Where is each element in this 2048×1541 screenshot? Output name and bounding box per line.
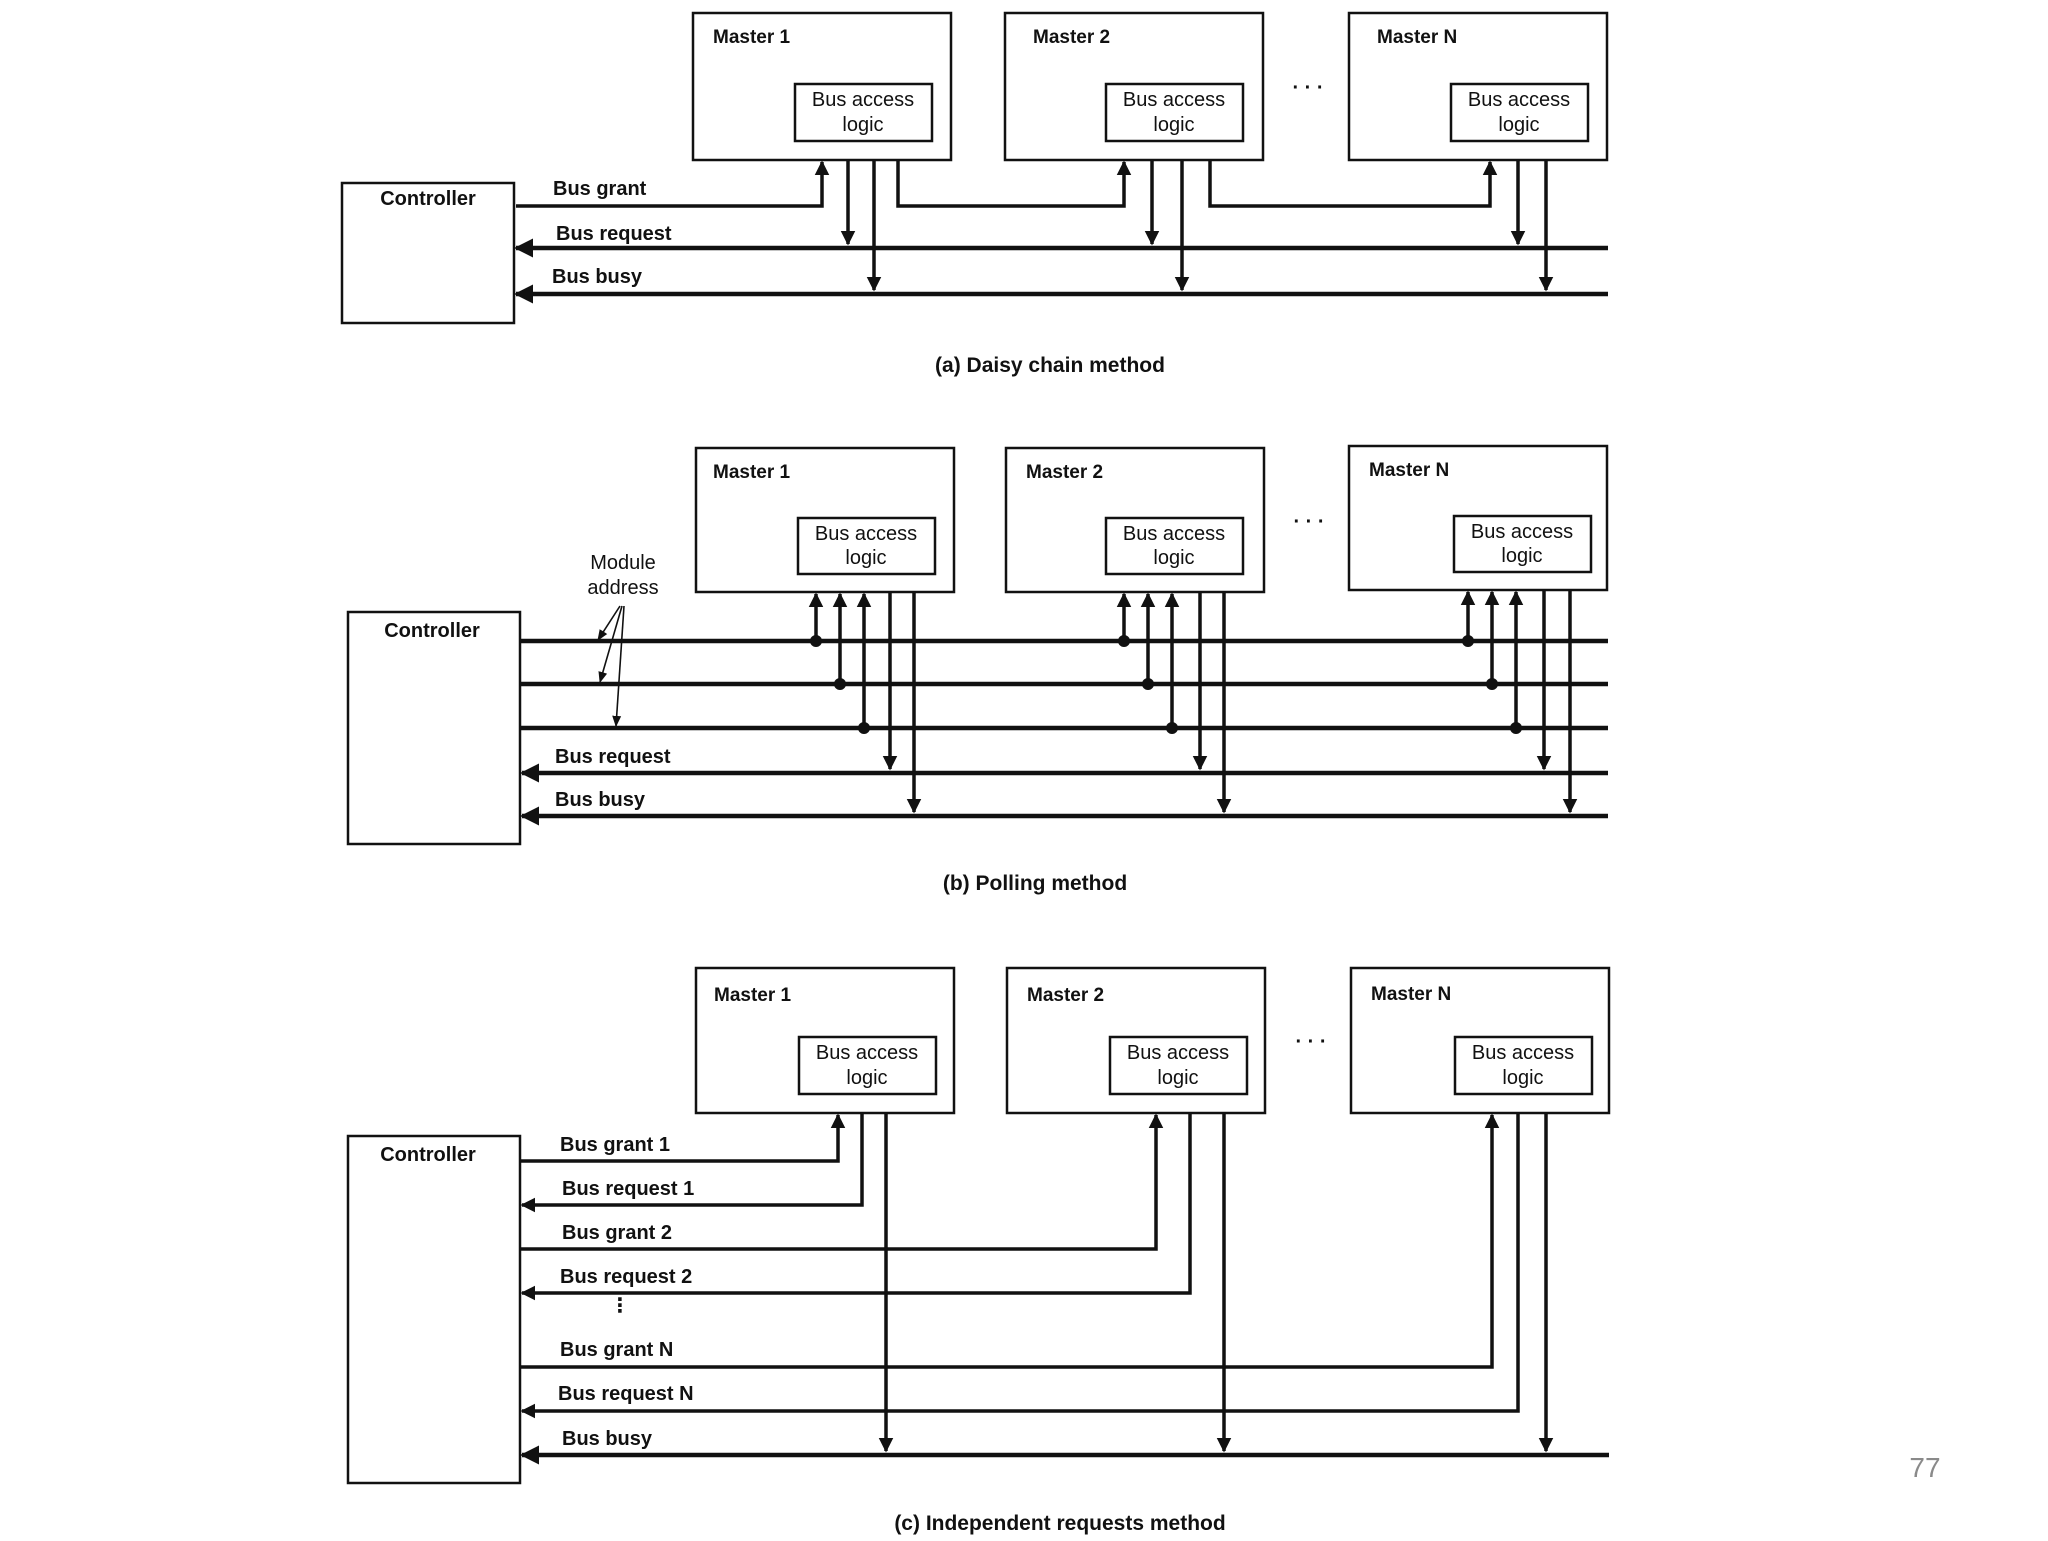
logic-label: logic — [1502, 1067, 1543, 1089]
bus-access-logic-box — [1449, 82, 1590, 143]
ellipsis: · · · — [1292, 77, 1323, 99]
bus-request-2-label: Bus request 2 — [560, 1266, 692, 1288]
controller-label: Controller — [384, 620, 480, 642]
caption-b: (b) Polling method — [943, 872, 1127, 895]
module-address-pointer — [598, 605, 623, 684]
controller-box — [340, 181, 516, 325]
bus-access-logic-box — [1452, 514, 1593, 574]
daisy-chain-diagram: Controller Master 1 Bus access logic Mas… — [340, 11, 1609, 377]
bus-busy-label: Bus busy — [552, 266, 643, 288]
bus-request-n-label: Bus request N — [558, 1383, 694, 1405]
master-1-label: Master 1 — [714, 985, 792, 1006]
vertical-ellipsis: ⋮ — [610, 1295, 630, 1317]
logic-label: logic — [842, 114, 883, 136]
bus-access-logic-box — [1108, 1035, 1249, 1096]
bus-grant-label: Bus grant — [553, 178, 647, 200]
junction-dot — [1166, 722, 1178, 734]
module-address-pointer — [597, 605, 621, 641]
bus-access-logic-box — [1104, 516, 1245, 576]
master-n-label: Master N — [1371, 984, 1451, 1005]
controller-label: Controller — [380, 1144, 476, 1166]
caption-c: (c) Independent requests method — [894, 1512, 1225, 1535]
logic-label: logic — [1153, 547, 1194, 569]
logic-label: logic — [1153, 114, 1194, 136]
independent-requests-diagram: Controller Master 1 Bus access logic Mas… — [346, 966, 1611, 1535]
master-n-label: Master N — [1377, 27, 1457, 48]
junction-dot — [1118, 635, 1130, 647]
bus-access-logic-box — [797, 1035, 938, 1096]
ellipsis: · · · — [1295, 1031, 1326, 1053]
bus-grant-n-label: Bus grant N — [560, 1339, 673, 1361]
bus-access-label: Bus access — [812, 89, 914, 111]
bus-grant-2-line — [520, 1113, 1164, 1251]
junction-dot — [834, 678, 846, 690]
module-address-label: address — [587, 577, 658, 599]
bus-grant-2-label: Bus grant 2 — [562, 1222, 672, 1244]
polling-diagram: Controller Master 1 Bus access logic Mas… — [346, 444, 1609, 895]
page-number: 77 — [1909, 1452, 1941, 1483]
junction-dot — [858, 722, 870, 734]
bus-access-label: Bus access — [1472, 1042, 1574, 1064]
bus-grant-n-line — [520, 1113, 1500, 1369]
bus-request-2-line — [520, 1113, 1192, 1301]
bus-access-logic-box — [793, 82, 934, 143]
junction-dot — [1142, 678, 1154, 690]
bus-request-label: Bus request — [556, 223, 672, 245]
junction-dot — [810, 635, 822, 647]
grant-chain-line — [1208, 160, 1498, 208]
bus-access-label: Bus access — [1123, 523, 1225, 545]
bus-access-label: Bus access — [1468, 89, 1570, 111]
logic-label: logic — [845, 547, 886, 569]
bus-access-label: Bus access — [1471, 521, 1573, 543]
logic-label: logic — [1501, 545, 1542, 567]
bus-grant-1-label: Bus grant 1 — [560, 1134, 670, 1156]
bus-busy-label: Bus busy — [562, 1428, 653, 1450]
bus-busy-label: Bus busy — [555, 789, 646, 811]
caption-a: (a) Daisy chain method — [935, 354, 1165, 377]
bus-request-n-line — [520, 1113, 1520, 1419]
logic-label: logic — [1157, 1067, 1198, 1089]
grant-chain-line — [896, 160, 1132, 208]
bus-access-label: Bus access — [816, 1042, 918, 1064]
bus-access-label: Bus access — [1127, 1042, 1229, 1064]
bus-access-label: Bus access — [1123, 89, 1225, 111]
controller-label: Controller — [380, 188, 476, 210]
master-2-label: Master 2 — [1033, 27, 1110, 48]
controller-box — [346, 610, 522, 846]
logic-label: logic — [846, 1067, 887, 1089]
bus-access-logic-box — [1453, 1035, 1594, 1096]
junction-dot — [1510, 722, 1522, 734]
junction-dot — [1462, 635, 1474, 647]
bus-access-logic-box — [796, 516, 937, 576]
bus-grant-1-line — [520, 1113, 846, 1163]
bus-access-label: Bus access — [815, 523, 917, 545]
logic-label: logic — [1498, 114, 1539, 136]
master-2-label: Master 2 — [1027, 985, 1104, 1006]
bus-request-1-line — [520, 1113, 864, 1213]
bus-access-logic-box — [1104, 82, 1245, 143]
master-2-label: Master 2 — [1026, 462, 1103, 483]
master-n-label: Master N — [1369, 460, 1449, 481]
junction-dot — [1486, 678, 1498, 690]
ellipsis: · · · — [1293, 511, 1324, 533]
bus-request-label: Bus request — [555, 746, 671, 768]
bus-request-1-label: Bus request 1 — [562, 1178, 694, 1200]
module-address-label: Module — [590, 552, 656, 574]
controller-box — [346, 1134, 522, 1485]
master-1-label: Master 1 — [713, 462, 791, 483]
bus-grant-line — [516, 160, 830, 208]
master-1-label: Master 1 — [713, 27, 791, 48]
module-address-pointer — [612, 605, 625, 728]
